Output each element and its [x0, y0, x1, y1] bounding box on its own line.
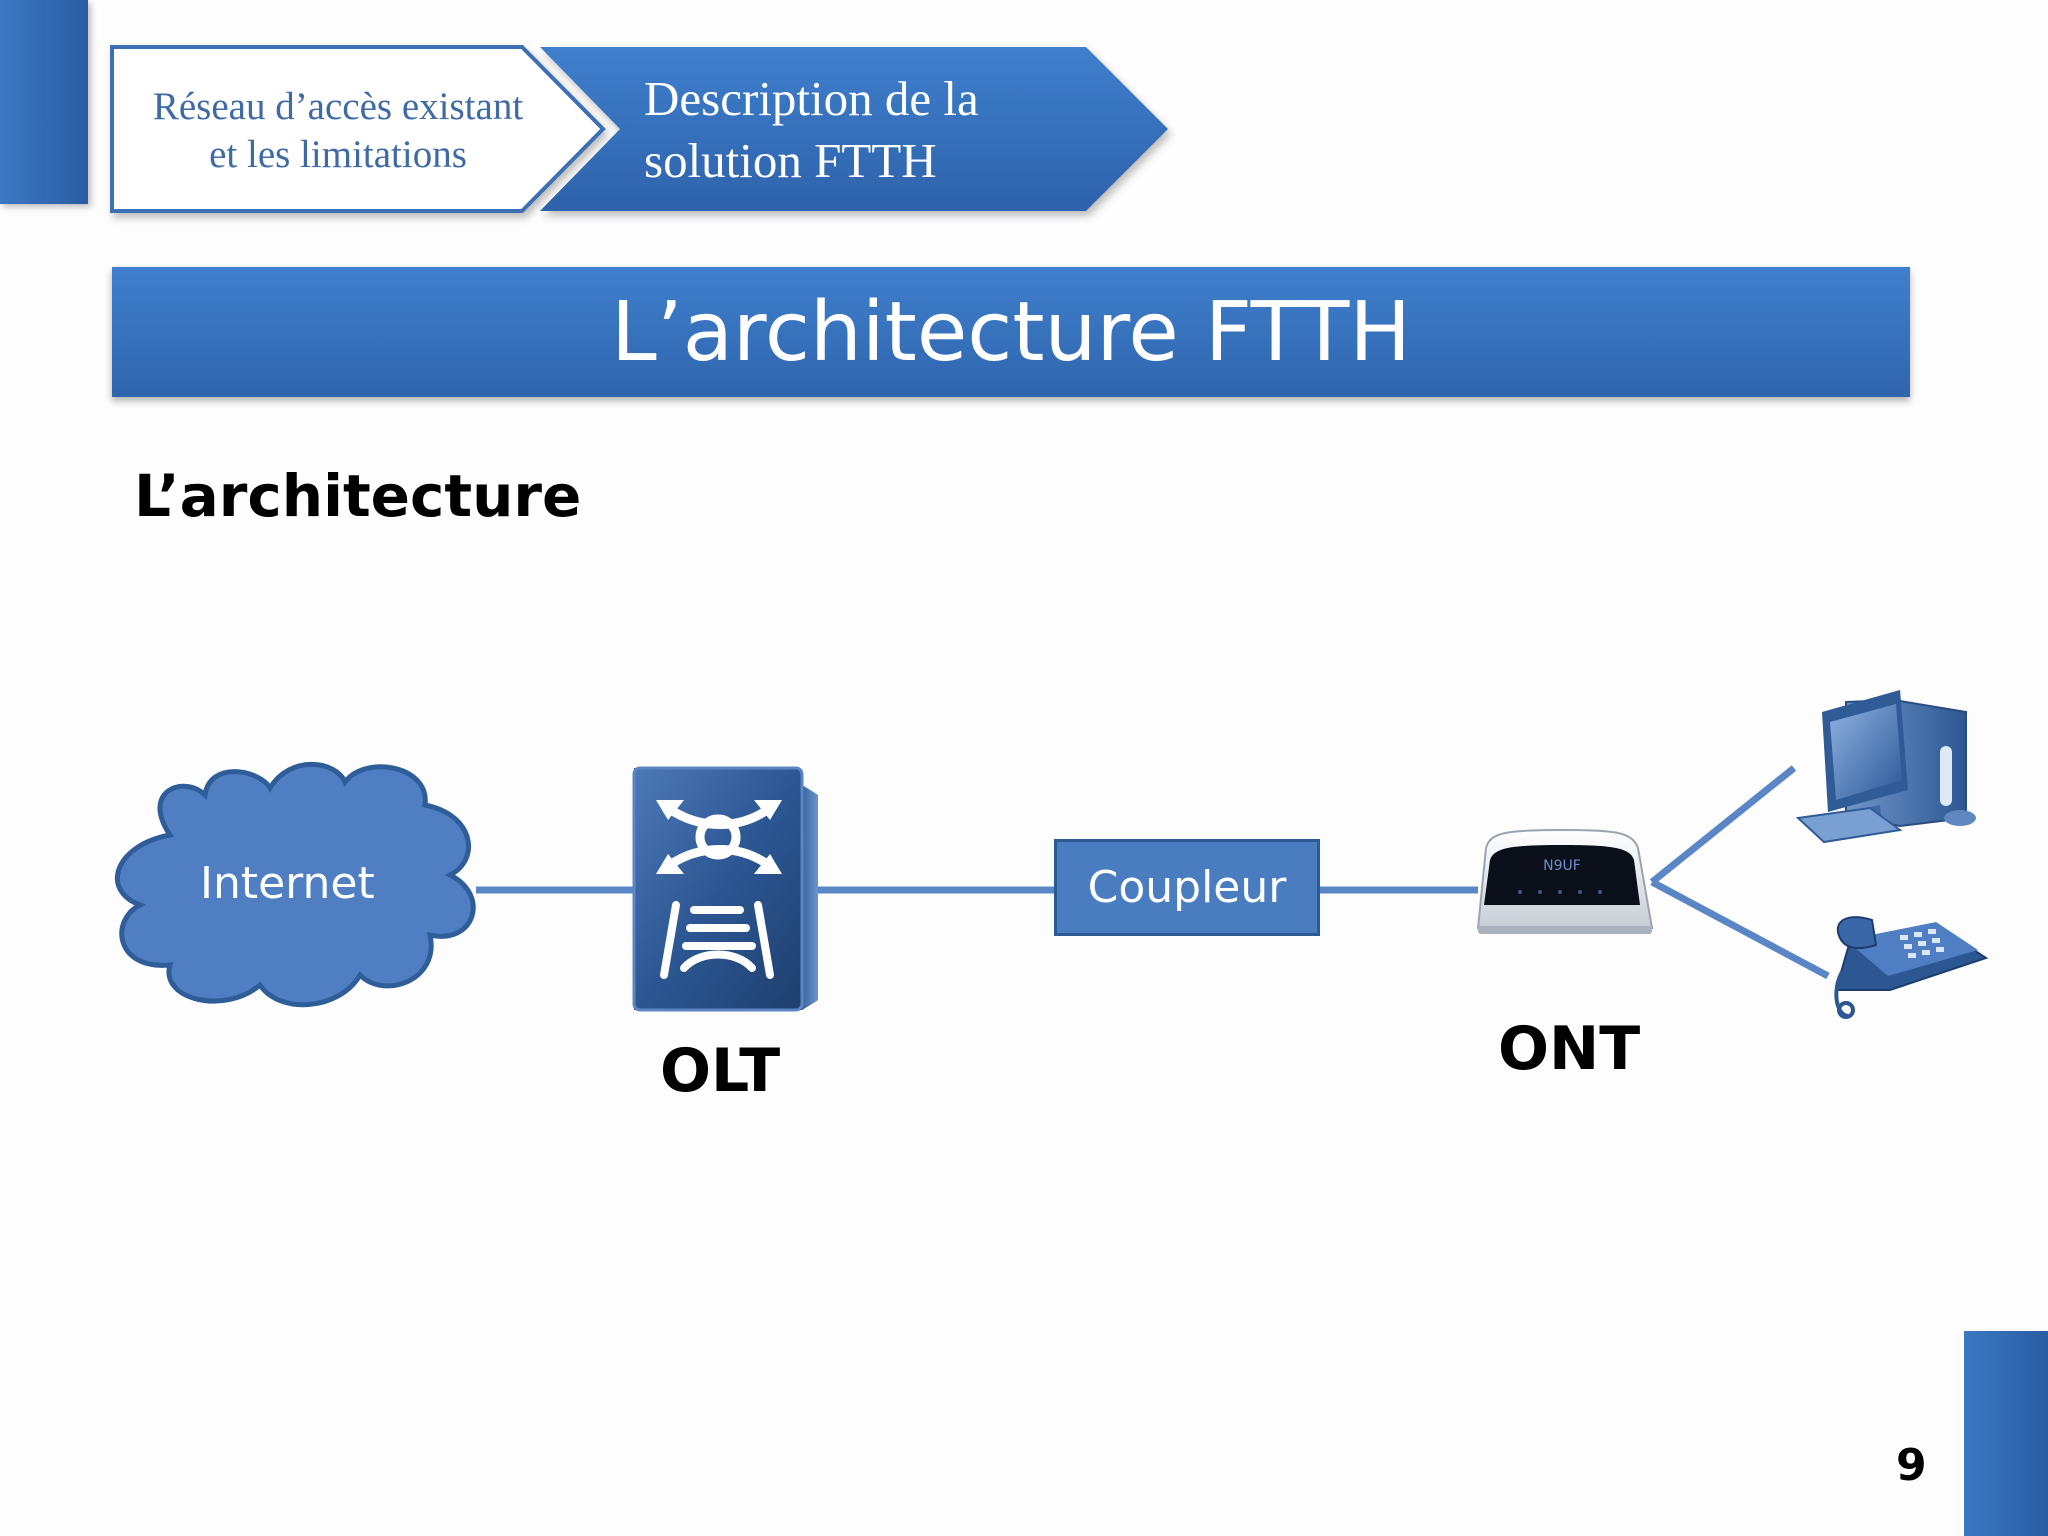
coupleur-label: Coupleur [1087, 862, 1287, 913]
link-ont-phone [1650, 878, 1830, 980]
breadcrumb-shapes [110, 45, 1168, 213]
breadcrumb-previous-line1: Réseau d’accès existant [152, 85, 524, 128]
olt-label: OLT [660, 1036, 781, 1106]
section-heading: L’architecture [134, 462, 582, 530]
olt-icon [632, 766, 818, 1012]
ont-device-text: N9UF [1543, 858, 1581, 874]
coupleur-box: Coupleur [1054, 839, 1320, 936]
internet-label: Internet [200, 858, 375, 909]
slide-title: L’architecture FTTH [610, 284, 1412, 380]
corner-accent-bottom-right [1964, 1331, 2048, 1536]
computer-icon [1795, 690, 1976, 844]
internet-cloud-icon [114, 762, 476, 1008]
slide-title-bar: L’architecture FTTH [112, 267, 1910, 397]
corner-accent-top-left [0, 0, 88, 204]
ont-label: ONT [1498, 1014, 1641, 1084]
page-number: 9 [1896, 1440, 1927, 1491]
breadcrumb: Réseau d’accès existant et les limitatio… [0, 0, 1200, 230]
breadcrumb-step-current[interactable] [540, 47, 1168, 211]
breadcrumb-previous-line2: et les limitations [209, 133, 467, 176]
breadcrumb-current-line1: Description de la [644, 71, 979, 126]
breadcrumb-current-line2: solution FTTH [644, 133, 937, 188]
ont-icon: N9UF [1476, 828, 1654, 934]
phone-icon [1834, 916, 1989, 1019]
breadcrumb-step-previous[interactable] [110, 45, 606, 213]
link-ont-computer [1649, 765, 1797, 885]
